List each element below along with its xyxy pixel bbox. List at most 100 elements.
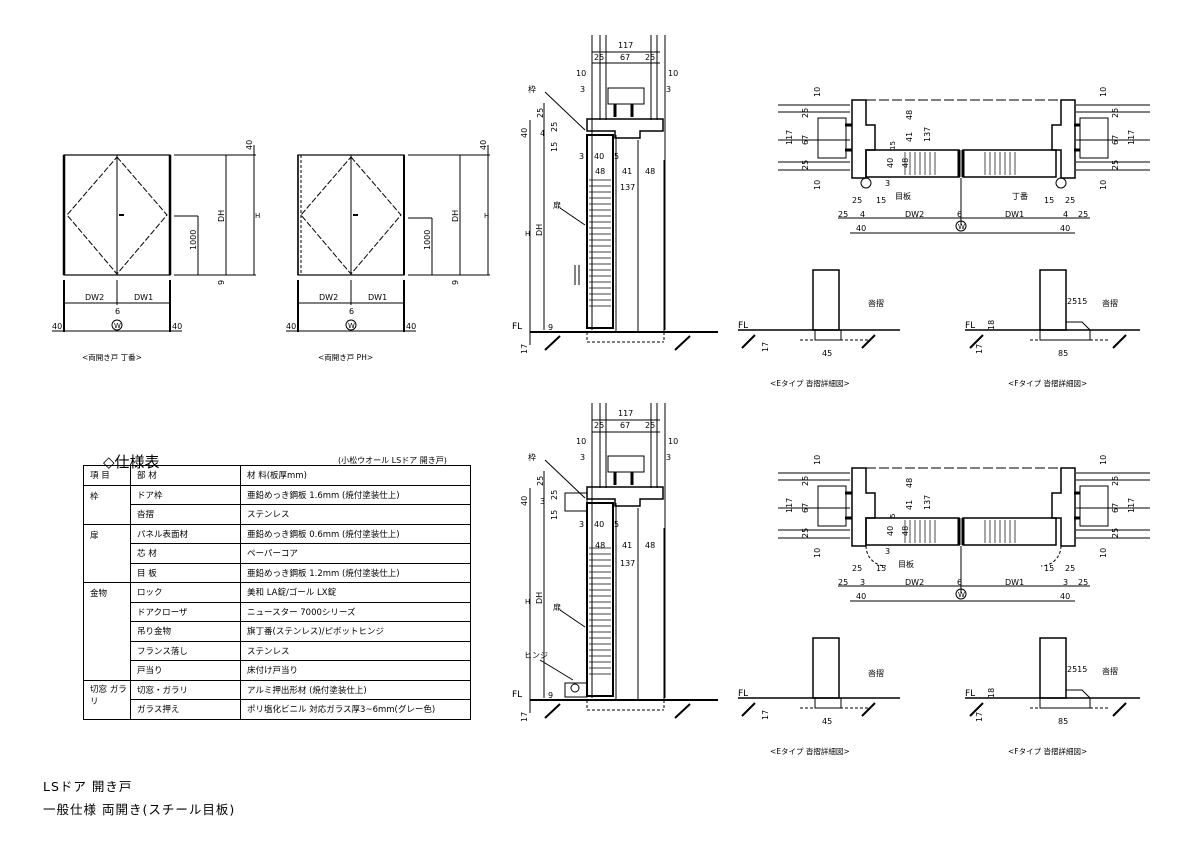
dim-117: 117 (1127, 130, 1136, 145)
dim-3: 3 (666, 453, 671, 462)
dim-15: 15 (550, 510, 559, 520)
dim-40: 40 (886, 526, 895, 536)
dim-137: 137 (620, 559, 635, 568)
dim-10: 10 (1099, 455, 1108, 465)
part-cell: 沓摺 (130, 504, 241, 525)
dim-h: H (525, 598, 530, 606)
label-hinge: 丁番 (1012, 191, 1028, 201)
dim-h: H (525, 230, 530, 238)
part-cell: ロック (130, 582, 241, 603)
dim-25: 25 (536, 108, 545, 118)
table-row: 扉 パネル表面材 亜鉛めっき鋼板 0.6mm (焼付塗装仕上) (83, 523, 471, 583)
label-sill: 沓摺 (1102, 298, 1118, 308)
dim-85: 85 (1058, 349, 1068, 358)
label-hinge: ヒンジ (524, 651, 548, 660)
header-item: 項 目 (83, 465, 131, 486)
dim-17: 17 (975, 344, 984, 354)
label-sill: 沓摺 (868, 298, 884, 308)
dim-40: 40 (1060, 592, 1070, 601)
dim-48: 48 (905, 110, 914, 120)
header-material: 材 料(板厚mm) (240, 465, 471, 486)
dim-dh: DH (535, 592, 544, 604)
dim-3: 3 (885, 547, 890, 556)
material-cell: 床付け戸当り (240, 660, 471, 681)
dim-6: 6 (957, 210, 962, 219)
dim-40: 40 (886, 158, 895, 168)
dim-handle-height: 1000 (189, 230, 198, 250)
drawing-subtitle: 一般仕様 両開き(スチール目板) (43, 802, 236, 817)
dim-25: 25 (1065, 564, 1075, 573)
material-cell: 美和 LA錠/ゴール LX錠 (240, 582, 471, 603)
dim-25: 25 (801, 476, 810, 486)
dim-2515: 2515 (1067, 665, 1087, 674)
category-cell: 枠 (83, 484, 131, 525)
dim-4: 4 (1063, 210, 1068, 219)
dim-3: 3 (580, 85, 585, 94)
dim-17: 17 (975, 712, 984, 722)
category-cell: 扉 (83, 523, 131, 583)
dim-side-left: 40 (286, 322, 296, 331)
dim-10: 10 (813, 455, 822, 465)
dim-48: 48 (645, 167, 655, 176)
dim-10: 10 (668, 437, 678, 446)
dim-117: 117 (618, 409, 633, 418)
dim-3: 3 (1063, 578, 1068, 587)
dim-dw2: DW2 (319, 293, 338, 302)
dim-25: 25 (1078, 210, 1088, 219)
dim-17: 17 (761, 710, 770, 720)
vertical-section-1 (529, 35, 718, 351)
dim-3: 3 (579, 152, 584, 161)
dim-25: 25 (536, 476, 545, 486)
label-door: 扉 (553, 200, 561, 210)
label-fl: FL (512, 690, 522, 700)
material-cell: ペーパーコア (240, 543, 471, 564)
part-cell: ドアクローザ (130, 601, 241, 622)
table-row: 戸当り 床付け戸当り (84, 660, 471, 681)
table-row: 金物 ロック 美和 LA錠/ゴール LX錠 (83, 582, 471, 681)
dim-10: 10 (668, 69, 678, 78)
part-cell: 戸当り (130, 660, 241, 681)
vertical-section-2 (529, 403, 718, 719)
material-cell: アルミ押出形材 (焼付塗装仕上) (240, 679, 471, 700)
dim-25: 25 (645, 53, 655, 62)
dim-dw2: DW2 (905, 210, 924, 219)
dim-48: 48 (595, 541, 605, 550)
dim-10: 10 (1099, 548, 1108, 558)
part-cell: ガラス押え (130, 699, 241, 720)
table-row: 芯 材 ペーパーコア (84, 543, 471, 564)
spec-table-subtitle: (小松ウオール LSドア 開き戸) (338, 456, 447, 465)
dim-3: 3 (860, 578, 865, 587)
dim-25: 25 (1065, 196, 1075, 205)
dim-3: 3 (579, 520, 584, 529)
dim-67: 67 (801, 135, 810, 145)
label-fl: FL (738, 689, 748, 699)
part-cell: フランス落し (130, 640, 241, 661)
dim-dw1: DW1 (1005, 210, 1024, 219)
dim-48: 48 (595, 167, 605, 176)
part-cell: 切窓・ガラリ (130, 679, 241, 700)
material-cell: ポリ塩化ビニル 対応ガラス厚3~6mm(グレー色) (240, 699, 471, 720)
dim-gap: 6 (115, 307, 120, 316)
label-sill: 沓摺 (868, 668, 884, 678)
dim-25: 25 (852, 196, 862, 205)
dim-3: 3 (666, 85, 671, 94)
dim-17: 17 (520, 344, 529, 354)
dim-5: 5 (614, 520, 619, 529)
sill-detail-e-1 (738, 269, 900, 349)
dim-25: 25 (1111, 476, 1120, 486)
dim-137: 137 (923, 127, 932, 142)
sill-detail-f-2 (965, 637, 1140, 717)
dim-40: 40 (1060, 224, 1070, 233)
dim-4: 4 (860, 210, 865, 219)
dim-40: 40 (520, 128, 529, 138)
table-row: ドアクローザ ニュースター 7000シリーズ (84, 601, 471, 622)
dim-9: 9 (548, 691, 553, 700)
dim-dw2: DW2 (85, 293, 104, 302)
dim-40: 40 (856, 224, 866, 233)
dim-10: 10 (813, 548, 822, 558)
dim-15: 15 (550, 142, 559, 152)
part-cell: 吊り金物 (130, 621, 241, 642)
category-cell: 切窓 ガラリ (83, 679, 131, 720)
dim-48: 48 (905, 478, 914, 488)
dim-15: 15 (876, 196, 886, 205)
